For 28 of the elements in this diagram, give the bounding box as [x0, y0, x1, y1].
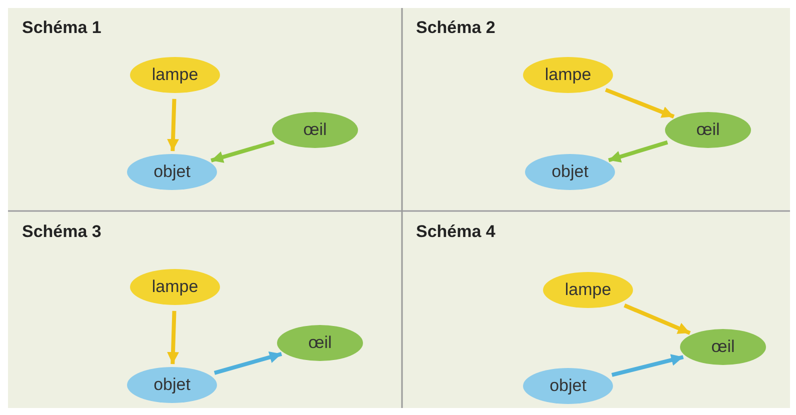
arrow [167, 98, 180, 152]
oval-node: lampe [523, 57, 613, 93]
arrow [604, 88, 675, 118]
panel [402, 8, 790, 210]
oval-node: œil [277, 325, 363, 361]
arrow [624, 304, 691, 335]
oval-node: lampe [130, 57, 220, 93]
oval-node: œil [680, 329, 766, 365]
arrow [611, 354, 684, 377]
panel-heading: Schéma 4 [416, 222, 496, 242]
panel [402, 212, 790, 408]
arrow [167, 310, 179, 364]
oval-node: objet [523, 368, 613, 404]
panel-heading: Schéma 3 [22, 222, 102, 242]
panel-heading: Schéma 2 [416, 18, 496, 38]
panel-heading: Schéma 1 [22, 18, 102, 38]
oval-node: lampe [543, 272, 633, 308]
oval-node: objet [127, 154, 217, 190]
oval-node: objet [525, 154, 615, 190]
panel [8, 8, 402, 210]
panel [8, 212, 402, 408]
oval-node: lampe [130, 269, 220, 305]
arrow [608, 140, 668, 162]
oval-node: œil [272, 112, 358, 148]
arrow [210, 140, 275, 163]
arrow [214, 351, 282, 375]
oval-node: œil [665, 112, 751, 148]
oval-node: objet [127, 367, 217, 403]
